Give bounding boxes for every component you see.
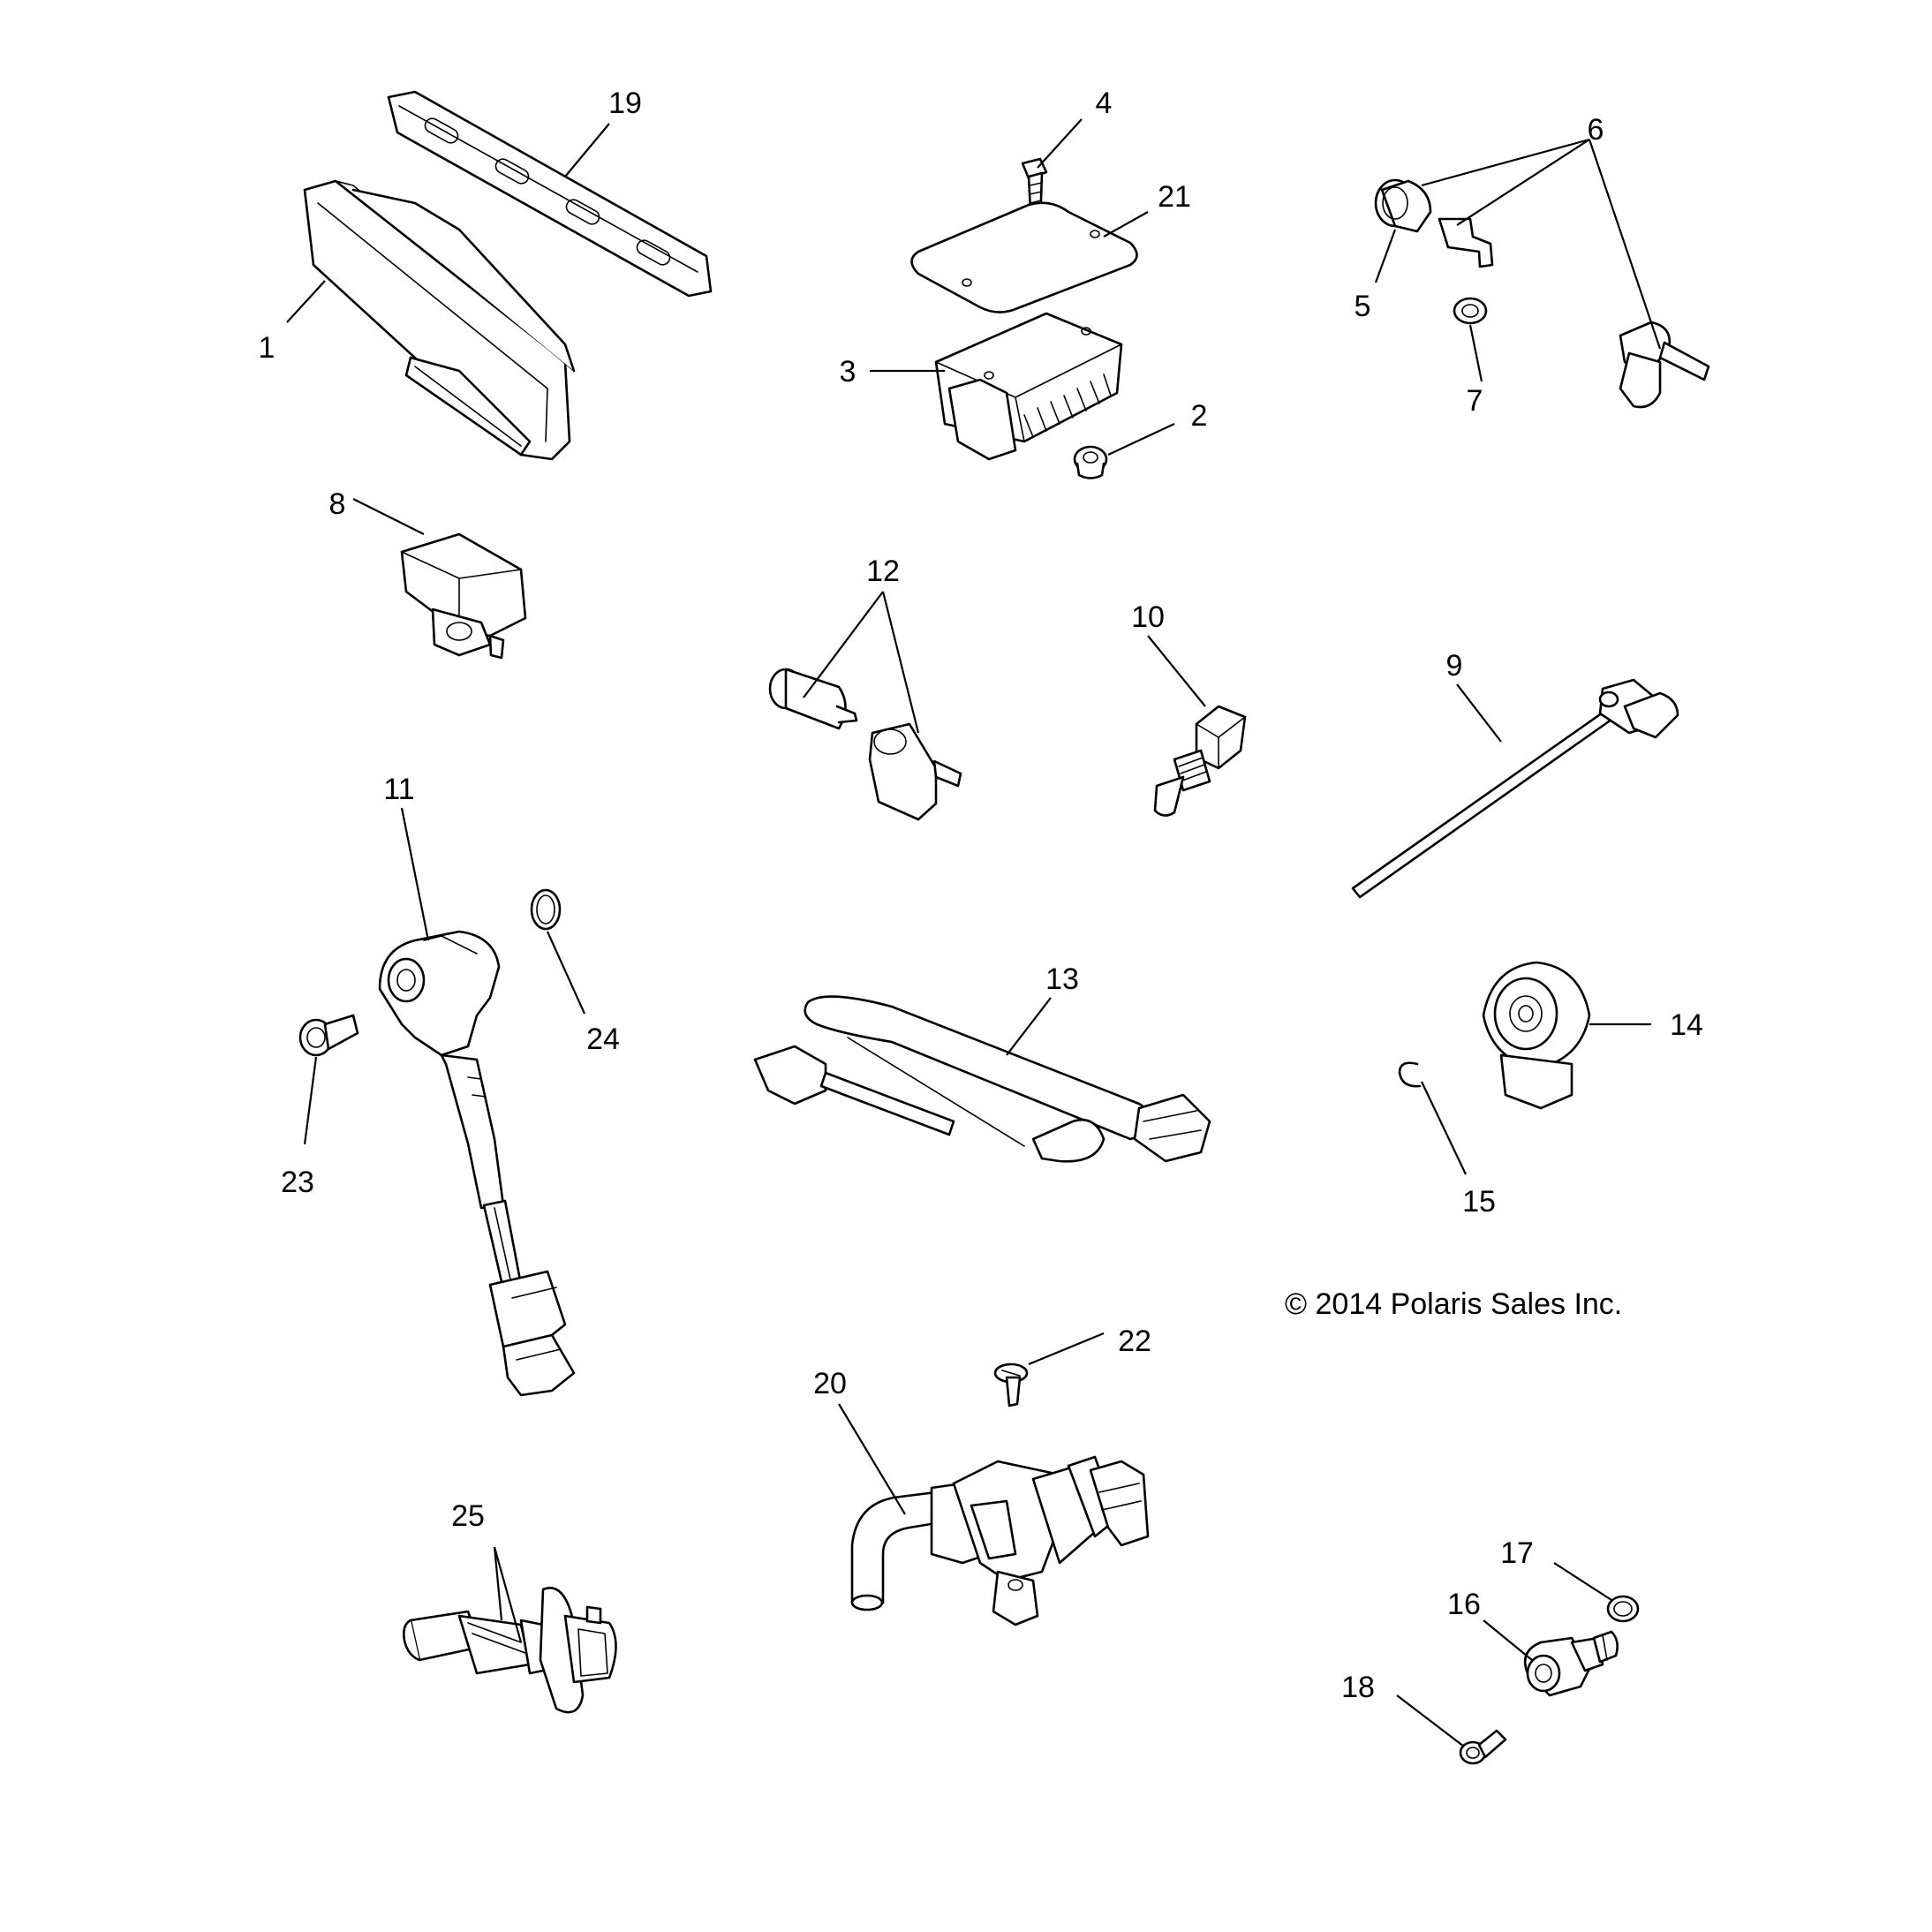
part-9-crank-sensor [1351,678,1679,899]
leader-22 [1028,1332,1105,1366]
callout-7: 7 [1467,384,1483,418]
leader-6b [1456,139,1590,226]
callout-22: 22 [1118,1324,1151,1358]
part-23-bolt [298,1014,359,1057]
callout-2: 2 [1191,399,1208,433]
leader-6c [1588,139,1662,350]
leader-13 [1006,997,1052,1056]
leader-24 [546,931,586,1015]
part-8-map-sensor [400,532,527,660]
leader-21 [1103,211,1149,238]
part-20-iac-valve [850,1455,1150,1626]
callout-25: 25 [451,1499,485,1533]
callout-20: 20 [813,1367,847,1400]
callout-labels: 19 1 4 21 3 2 6 5 7 8 12 10 9 11 24 23 1… [259,87,1703,1704]
callout-21: 21 [1158,180,1191,214]
callout-3: 3 [840,355,857,389]
leader-4 [1037,118,1083,169]
callout-8: 8 [329,487,346,521]
leader-25b [493,1546,523,1643]
leader-25a [493,1546,503,1621]
leader-15 [1421,1081,1467,1175]
leader-lines [286,118,1662,1747]
leader-5 [1374,229,1397,283]
callout-9: 9 [1446,649,1463,683]
leader-19 [564,123,610,177]
part-7-washer [1453,297,1488,325]
callout-15: 15 [1462,1185,1496,1219]
part-21-plate [910,201,1138,313]
leader-11 [400,807,430,941]
copyright-text: © 2014 Polaris Sales Inc. [1285,1287,1622,1321]
part-1-ecu [303,179,576,461]
callout-13: 13 [1045,962,1079,996]
part-15-clip [1398,1061,1422,1088]
leader-7 [1468,324,1483,382]
part-16-speed-sensor [1523,1630,1619,1697]
part-22-screw [993,1362,1029,1407]
callout-17: 17 [1500,1536,1534,1570]
callout-11: 11 [383,773,414,806]
part-2-grommet [1073,445,1108,479]
part-3-regulator [934,312,1123,461]
callout-12: 12 [866,555,900,588]
part-10-temp-sensor [1153,705,1247,817]
part-14-knock-sensor [1482,961,1591,1110]
callout-10: 10 [1131,600,1165,634]
callout-6: 6 [1588,113,1604,147]
part-12-sleeves [768,668,962,821]
callout-16: 16 [1447,1588,1481,1621]
callout-24: 24 [586,1023,620,1056]
part-18-bolt [1459,1729,1507,1765]
part-11-tps [378,930,576,1397]
leader-12b [881,591,920,734]
leader-8 [352,498,425,535]
leader-12a [803,591,884,698]
callout-14: 14 [1670,1008,1703,1042]
leader-23 [303,1056,318,1145]
part-5-cap [1374,178,1432,233]
part-19-bracket [387,90,713,298]
callout-4: 4 [1096,87,1113,120]
leader-2 [1107,423,1175,456]
callout-23: 23 [281,1166,314,1199]
part-6-clip [1438,217,1494,268]
leader-1 [286,280,326,323]
leader-17 [1553,1562,1612,1601]
part-25-sender [403,1587,617,1714]
part-24-oring [530,888,562,931]
leader-9 [1456,683,1502,743]
callout-18: 18 [1341,1671,1375,1704]
callout-5: 5 [1355,290,1371,323]
leader-6a [1421,138,1590,187]
leader-16 [1483,1619,1533,1661]
part-17-oring [1606,1595,1640,1623]
leader-20 [838,1403,906,1515]
leader-10 [1147,635,1206,707]
callout-1: 1 [259,331,275,365]
leader-18 [1396,1694,1465,1747]
callout-19: 19 [608,87,642,120]
part-13-harness [753,995,1211,1163]
part-6-sensor [1619,321,1710,409]
